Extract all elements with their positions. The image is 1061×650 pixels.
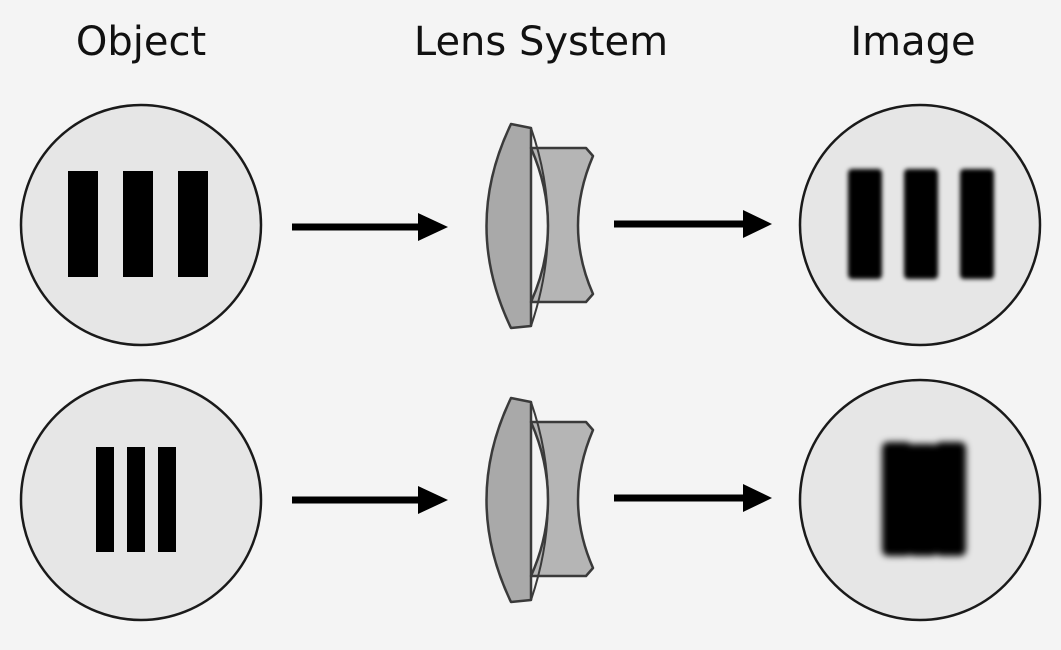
arrow-lens-to-image-row-2 <box>614 484 772 512</box>
object-bar-1-1 <box>68 171 98 277</box>
image-bar-2-3 <box>935 442 966 556</box>
row-2 <box>19 378 1042 622</box>
row-1 <box>19 103 1042 347</box>
lens-system-row-2 <box>485 396 595 604</box>
concave-lens-element-row-1 <box>529 146 595 304</box>
lens-system-row-1 <box>485 122 595 330</box>
image-bar-1-3 <box>960 169 994 279</box>
meniscus-lens-element-row-2 <box>485 396 533 604</box>
image-bar-2-1 <box>882 442 912 556</box>
image-bar-2-2 <box>908 444 938 556</box>
arrow-object-to-lens-row-2 <box>292 486 448 514</box>
meniscus-lens-element-row-1 <box>485 122 533 330</box>
image-disc-row-1 <box>798 103 1042 347</box>
object-bar-2-1 <box>96 447 114 552</box>
object-bar-1-3 <box>178 171 208 277</box>
object-column-title: Object <box>75 19 207 65</box>
object-bar-1-2 <box>123 171 153 277</box>
object-bar-2-2 <box>127 447 145 552</box>
concave-lens-element-row-2 <box>529 420 595 578</box>
arrow-object-to-lens-row-1 <box>292 213 448 241</box>
object-disc-row-1 <box>19 103 263 347</box>
image-bar-1-2 <box>904 169 938 279</box>
image-column-title: Image <box>850 19 976 65</box>
lens-column-title: Lens System <box>413 19 669 65</box>
object-bar-2-3 <box>158 447 176 552</box>
object-disc-row-2 <box>19 378 263 622</box>
image-bar-1-1 <box>848 169 882 279</box>
arrow-lens-to-image-row-1 <box>614 210 772 238</box>
image-disc-row-2 <box>798 378 1042 622</box>
